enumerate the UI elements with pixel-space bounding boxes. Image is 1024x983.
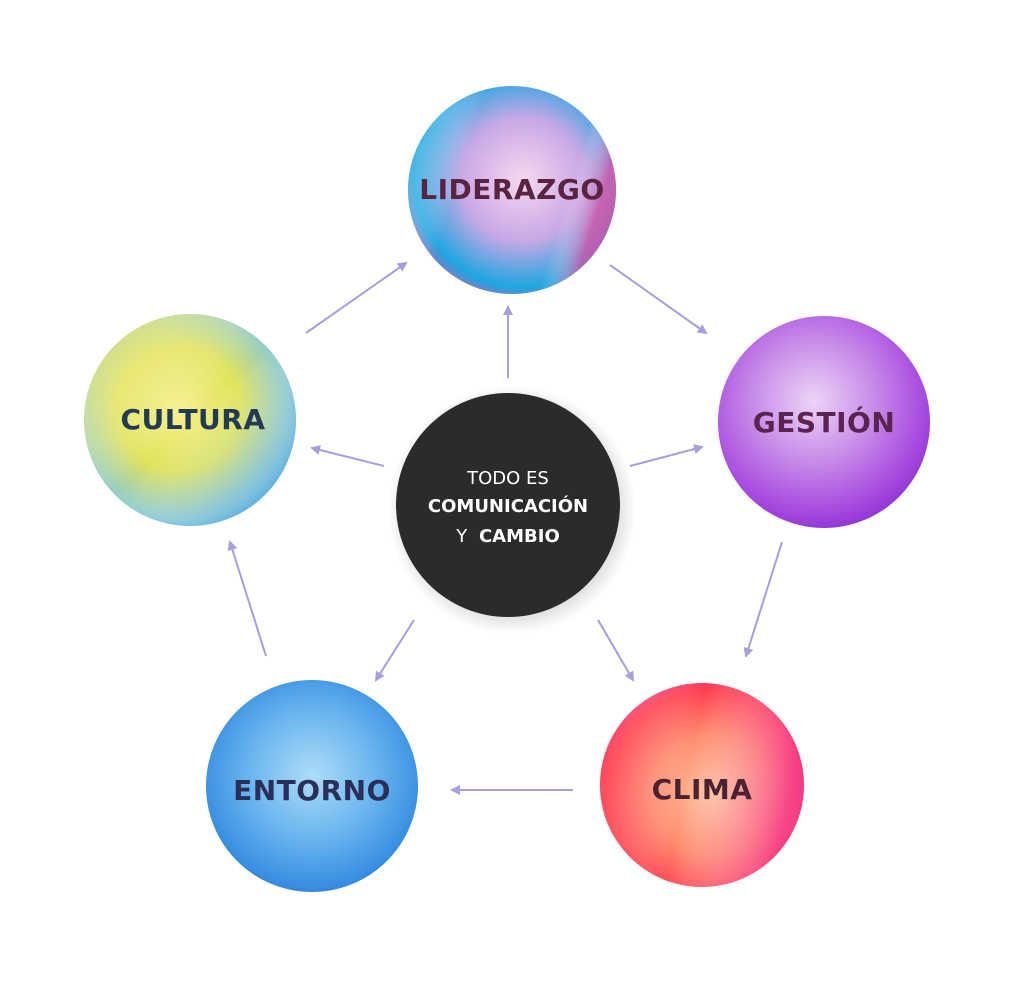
node-liderazgo: LIDERAZGO [408, 86, 616, 294]
center-line-3-prefix: Y [455, 526, 468, 547]
center-line-3-bold: CAMBIO [479, 526, 560, 547]
center-circle [396, 393, 620, 617]
arrow-gestion-to-clima [743, 541, 783, 658]
watercolor-wash-cultura [84, 314, 296, 526]
watercolor-wash-clima [600, 683, 804, 887]
node-cultura: CULTURA [84, 314, 296, 526]
node-label-entorno: ENTORNO [233, 774, 391, 807]
arrow-center-to-cultura [310, 445, 385, 467]
watercolor-wash-liderazgo [408, 86, 616, 294]
arrow-entorno-to-cultura [227, 540, 267, 657]
arrow-cultura-to-liderazgo [305, 261, 408, 334]
arrow-liderazgo-to-gestion [609, 264, 708, 335]
arrow-center-to-entorno [374, 619, 415, 682]
center-line-1: TODO ES [466, 468, 549, 489]
node-clima: CLIMA [600, 683, 804, 887]
watercolor-circle-gestion [718, 316, 930, 528]
watercolor-circle-entorno [206, 680, 418, 892]
arrow-center-to-clima [597, 619, 635, 682]
node-label-gestion: GESTIÓN [753, 405, 896, 439]
node-entorno: ENTORNO [206, 680, 418, 892]
arrow-center-to-gestion [629, 444, 704, 467]
center-line-2: COMUNICACIÓN [428, 495, 588, 517]
node-gestion: GESTIÓN [718, 316, 930, 528]
node-center: TODO ES COMUNICACIÓN Y CAMBIO [388, 386, 636, 634]
node-label-cultura: CULTURA [120, 403, 265, 436]
node-label-liderazgo: LIDERAZGO [419, 173, 604, 206]
arrows [227, 261, 783, 795]
node-label-clima: CLIMA [652, 773, 753, 806]
center-line-3: Y CAMBIO [455, 526, 560, 547]
